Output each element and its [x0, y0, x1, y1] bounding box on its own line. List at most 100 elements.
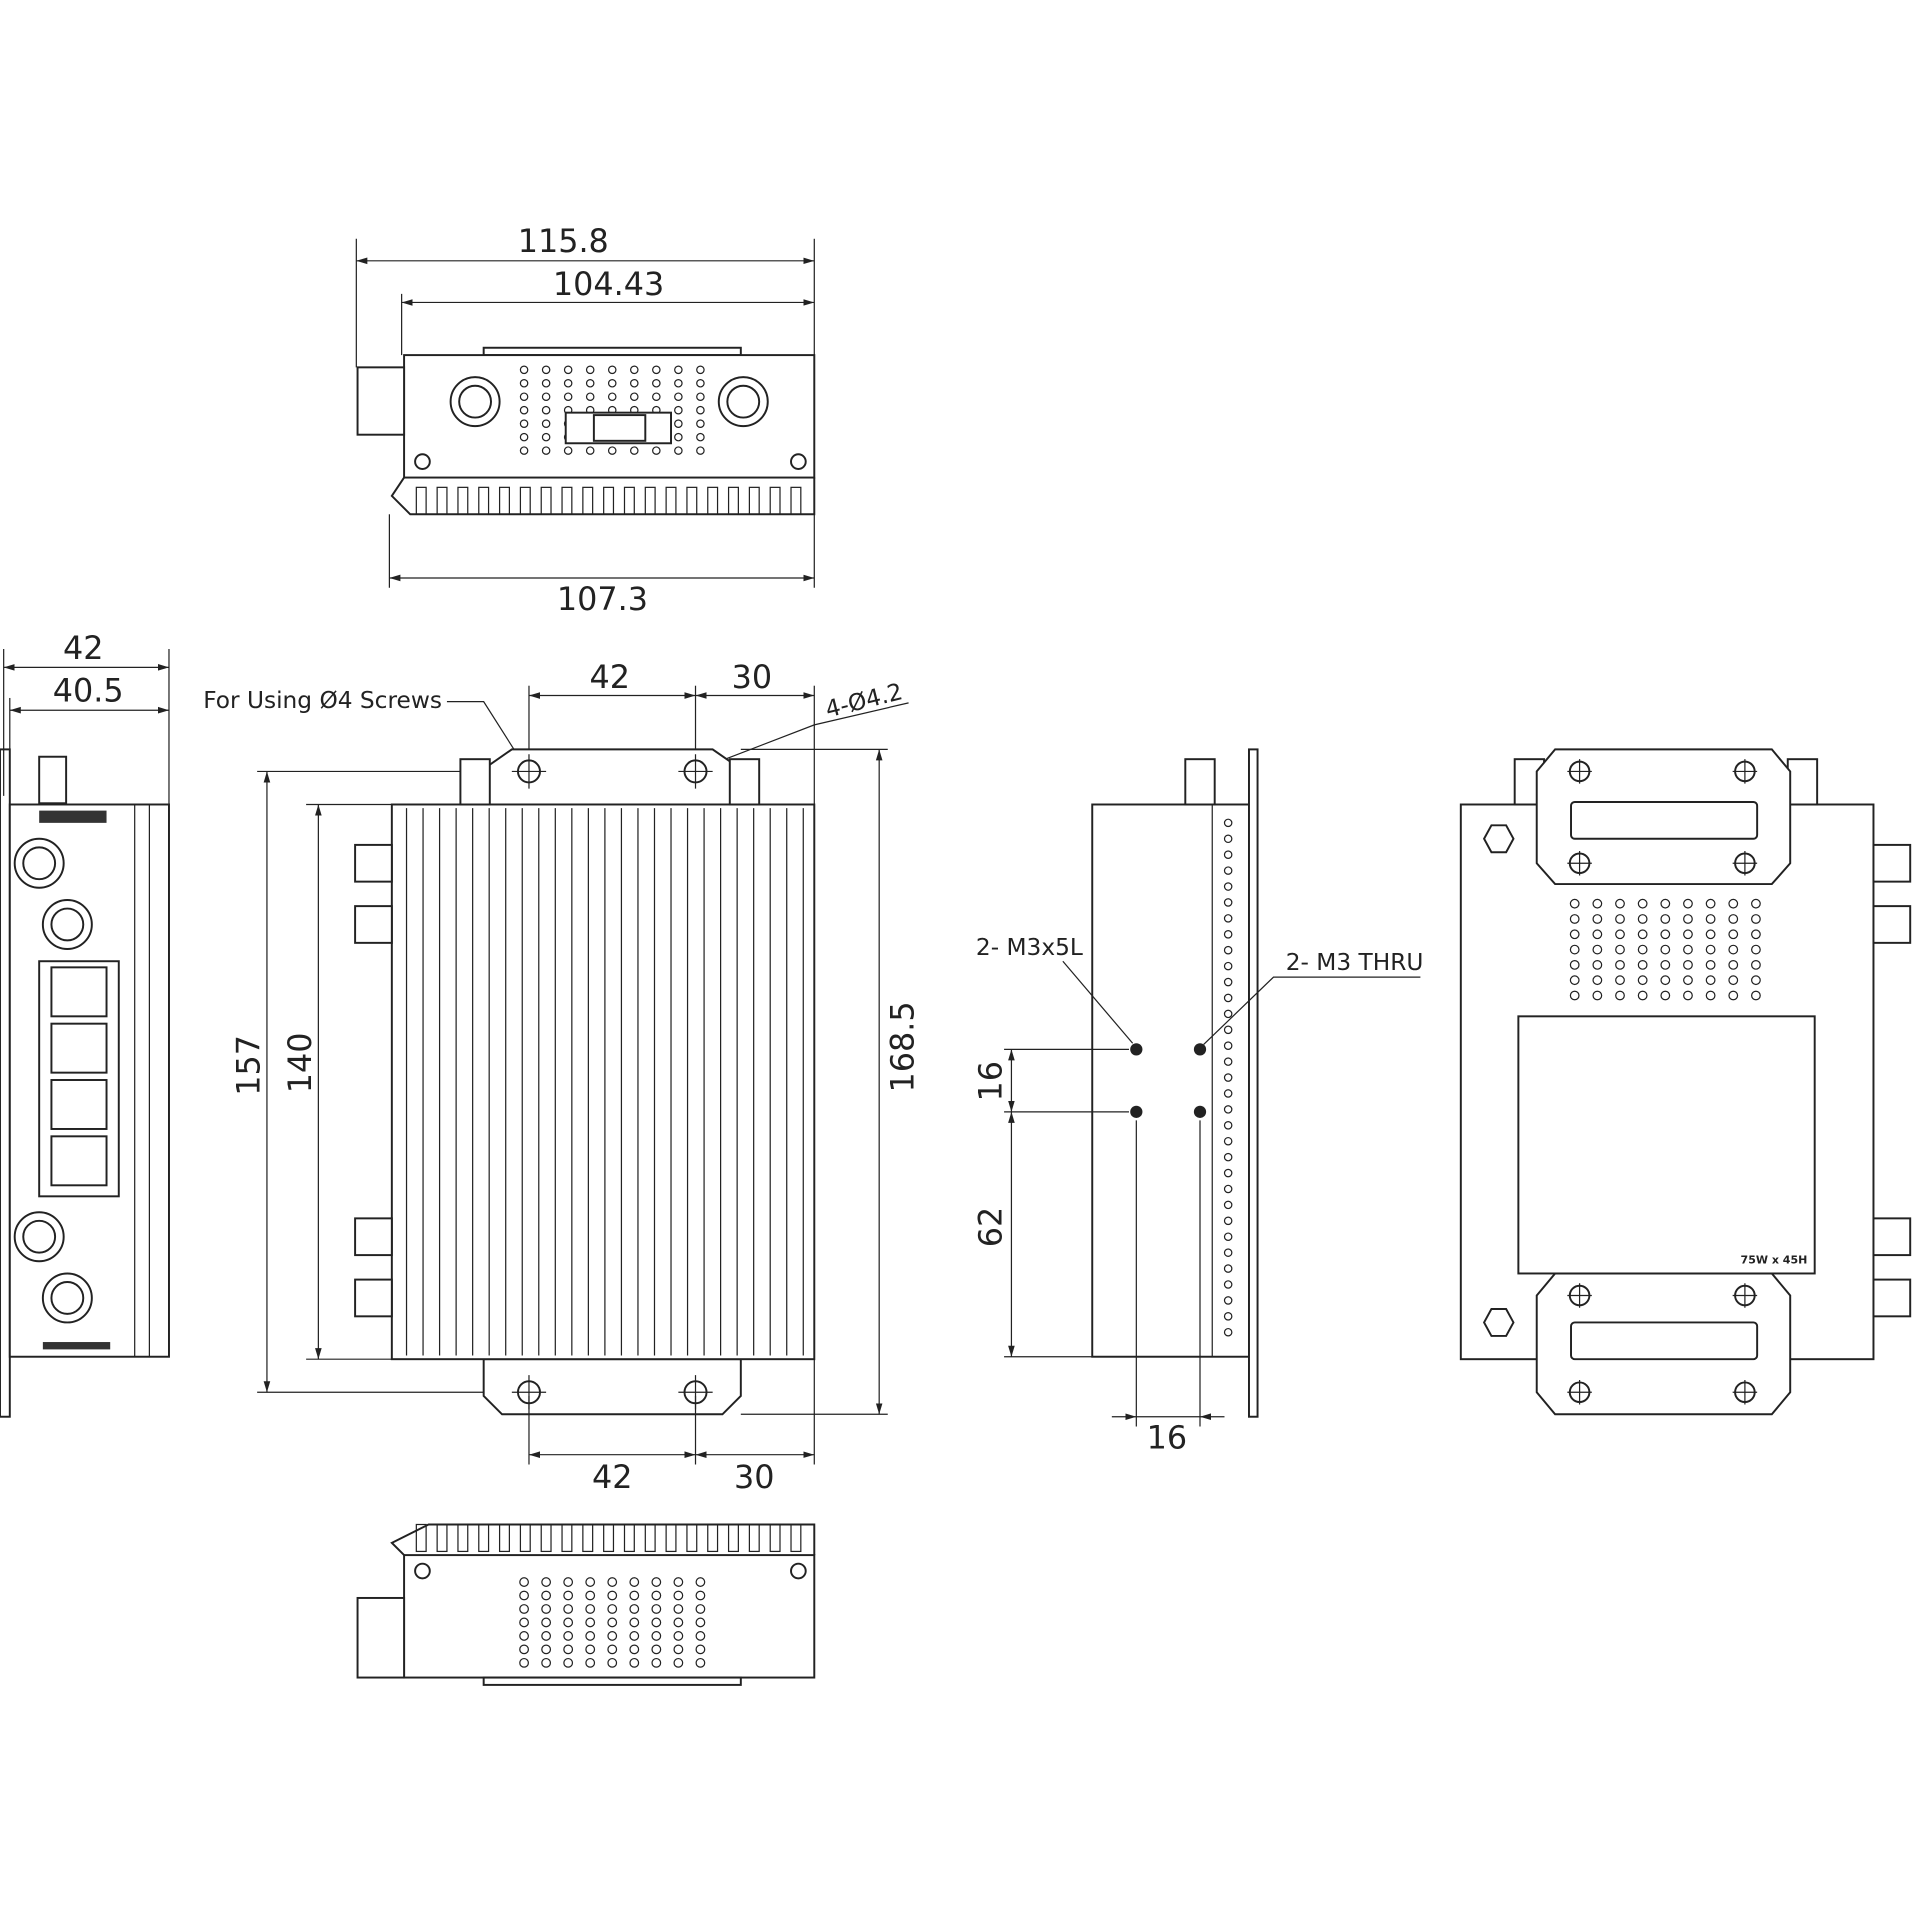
vent-hole: [1615, 990, 1625, 1001]
vent-hole: [519, 405, 529, 415]
vent-hole: [1223, 1200, 1233, 1210]
vent-hole: [585, 365, 595, 375]
vent-hole: [651, 1657, 662, 1668]
vent-hole: [1637, 944, 1648, 955]
vent-hole: [674, 378, 683, 388]
antenna-connector: [41, 899, 93, 950]
label-area: [1517, 1015, 1816, 1275]
vent-hole: [607, 1657, 618, 1668]
vent-hole: [607, 1617, 618, 1628]
vent-hole: [1223, 961, 1233, 971]
dim-168-5: 168.5: [883, 1001, 921, 1092]
vent-hole: [1223, 1184, 1233, 1194]
center-mark: [1732, 1283, 1758, 1308]
vent-hole: [563, 365, 573, 375]
vent-hole: [519, 419, 529, 428]
vent-hole: [519, 365, 529, 375]
vent-hole: [541, 1631, 552, 1641]
vent-hole: [607, 1590, 618, 1601]
vent-hole: [563, 1631, 574, 1641]
screw-icon: [414, 1562, 431, 1580]
vent-hole: [1223, 1121, 1233, 1130]
vent-hole: [1223, 1009, 1233, 1019]
vent-hole: [585, 1590, 596, 1601]
vent-hole: [674, 405, 683, 415]
antenna-connector: [13, 837, 65, 889]
vent-hole: [541, 392, 551, 402]
side-connector: [354, 1217, 393, 1257]
vent-hole: [519, 1604, 529, 1614]
vent-hole: [1637, 898, 1648, 909]
side-connector: [1872, 1278, 1912, 1318]
vent-hole: [1637, 990, 1648, 1001]
vent-hole: [1683, 990, 1693, 1001]
heatsink-fin: [498, 1523, 510, 1553]
vent-hole: [1223, 1232, 1233, 1242]
vent-hole: [1592, 960, 1603, 970]
vent-hole: [607, 446, 617, 455]
vent-hole: [1705, 975, 1716, 986]
vent-hole: [674, 419, 683, 428]
vent-hole: [607, 1631, 618, 1641]
vent-hole: [1223, 1296, 1233, 1305]
screw-icon: [414, 453, 431, 470]
dim-140: 140: [281, 1032, 319, 1093]
screw-icon: [790, 1562, 807, 1580]
side-connector: [354, 843, 393, 883]
vent-hole: [541, 1577, 552, 1587]
vent-hole: [519, 1644, 529, 1655]
blind-hole-note: 2- M3x5L: [976, 934, 1083, 961]
dim-42-top: 42: [590, 658, 631, 696]
vent-hole: [607, 392, 617, 402]
rj45-port: [50, 1022, 108, 1074]
vent-hole: [630, 446, 639, 455]
vent-hole: [1223, 1041, 1233, 1050]
vent-hole: [1223, 1280, 1233, 1289]
vent-hole: [674, 446, 683, 455]
vent-hole: [695, 1644, 706, 1655]
vent-hole: [1223, 1312, 1233, 1321]
vent-hole: [1660, 944, 1671, 955]
vent-hole: [1223, 1089, 1233, 1098]
label-size: 75W x 45H: [1741, 1254, 1808, 1267]
heatsink-fin: [436, 1523, 448, 1553]
vent-hole: [674, 432, 683, 442]
vent-hole: [1751, 960, 1761, 970]
vent-hole: [1223, 1057, 1233, 1066]
screw-note: For Using Ø4 Screws: [203, 687, 442, 714]
heatsink-fin: [665, 486, 677, 515]
vent-hole: [607, 1644, 618, 1655]
vent-hole: [1615, 929, 1625, 940]
vent-hole: [1569, 898, 1580, 909]
vent-hole: [674, 392, 683, 402]
dim-40-5: 40.5: [53, 672, 124, 710]
vent-hole: [695, 1617, 706, 1628]
heatsink-fin: [478, 1523, 490, 1553]
terminal-block: [564, 411, 672, 445]
vent-hole: [629, 1604, 640, 1614]
vent-hole: [1223, 850, 1233, 859]
heatsink-fin: [686, 1523, 698, 1553]
vent-hole: [1728, 944, 1739, 955]
vent-hole: [1751, 929, 1761, 940]
antenna-connector-inner: [22, 846, 57, 881]
heatsink-fin: [540, 486, 552, 515]
hex-nut-icon: [1482, 824, 1515, 854]
vent-hole: [630, 378, 639, 388]
heatsink-fin: [644, 1523, 656, 1553]
vent-hole: [585, 1657, 596, 1668]
vent-hole: [1223, 1136, 1233, 1146]
vent-hole: [673, 1604, 684, 1614]
center-mark: [678, 754, 713, 789]
vent-hole: [673, 1657, 684, 1668]
left-view: 42 40.5: [0, 629, 170, 1418]
side-view: 16 62 16 2- M3x5L 2- M3 THRU: [972, 748, 1423, 1457]
vent-hole: [629, 1617, 640, 1628]
heatsink-fin: [519, 1523, 531, 1553]
antenna-connector: [1184, 758, 1216, 806]
vent-hole: [563, 378, 573, 388]
vent-hole: [695, 1604, 706, 1614]
back-view: 75W x 45H: [1459, 748, 1912, 1416]
vent-hole: [563, 1657, 574, 1668]
vent-hole: [519, 432, 529, 442]
